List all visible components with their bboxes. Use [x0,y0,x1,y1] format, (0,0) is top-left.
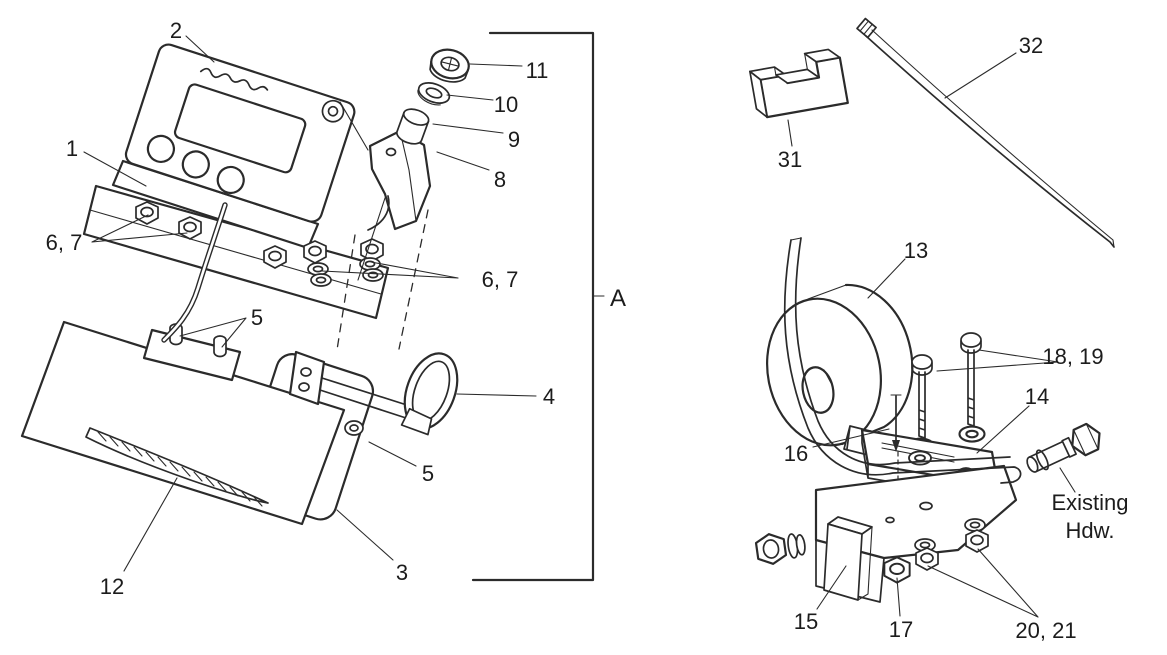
callout-1: 1 [66,136,78,161]
leader-5-bottom [368,441,417,467]
callout-10: 10 [494,92,518,117]
part-32-cable-tie [856,17,1115,248]
leader-3 [336,509,394,561]
part-31-clamp-block [749,48,849,119]
leader-12 [123,477,178,572]
callout-11: 11 [526,58,549,83]
leader-11 [469,63,523,67]
callout-13: 13 [904,238,928,263]
callout-17: 17 [889,617,913,642]
leader-8 [436,151,490,171]
display-screen [173,83,307,174]
part-10-lock-washer [417,82,451,106]
leader-lines [83,35,1076,618]
console-cable [161,202,228,343]
callout-16: 16 [784,441,808,466]
leader-6-7-right [321,261,459,279]
callout-12: 12 [100,574,124,599]
callout-31: 31 [778,147,802,172]
leader-20-21 [927,548,1039,618]
callout-20-21: 20, 21 [1015,618,1076,643]
existing-hardware-bolt [1026,422,1101,473]
mounting-stud-rod [339,101,386,281]
part-12-monitor-box [20,320,346,526]
leader-10 [446,94,494,101]
callout-4: 4 [543,384,555,409]
vent-slot [85,427,269,504]
callout-18-19: 18, 19 [1042,344,1103,369]
group-a-bracket [471,31,605,582]
console-dial [321,99,345,123]
leader-18-19 [936,349,1059,372]
brand-logo-icon [199,67,269,91]
part-11-knob-nut [429,48,470,83]
projection-lines [336,209,429,351]
bracket-bolt-left [754,533,806,565]
callout-14: 14 [1025,384,1049,409]
leader-15 [816,565,847,610]
part-2-monitor-console [124,43,356,223]
callout-3: 3 [396,560,408,585]
leader-32 [944,52,1017,99]
leader-9 [432,123,504,134]
leader-14 [976,405,1030,454]
leader-existing-hdw [1059,467,1076,493]
leader-5-top [179,317,247,348]
leader-17 [896,577,901,617]
part-8-bracket [367,129,432,231]
callout-32: 32 [1019,33,1043,58]
console-button [181,150,210,179]
leader-2 [185,35,215,63]
leader-31 [787,119,793,147]
clamp-bracket [288,350,411,436]
callout-2: 2 [170,18,182,43]
leader-13 [867,258,906,299]
callout-15: 15 [794,609,818,634]
leader-6-7-left [91,214,188,243]
console-button [146,134,176,163]
callout-9: 9 [508,127,520,152]
callout-5-bottom: 5 [422,461,434,486]
callout-labels: 2 1 6, 7 5 6, 7 4 5 3 12 8 9 10 11 A 31 … [46,18,1129,643]
part-4-clamp-ring [400,352,459,436]
callout-6-7-right: 6, 7 [482,267,519,292]
callout-6-7-left: 6, 7 [46,230,83,255]
callout-group-a: A [610,285,626,312]
leader-4 [456,393,537,397]
leader-1 [83,151,147,187]
drum-band [783,237,1022,484]
console-button [216,165,245,195]
callout-5-top: 5 [251,305,263,330]
leader-16 [812,428,890,448]
part-18-19-bolts [907,332,986,455]
existing-hdw-label-line1: Existing [1051,490,1128,515]
existing-hdw-label-line2: Hdw. [1066,518,1115,543]
callout-8: 8 [494,167,506,192]
part-9-spacer [396,108,430,145]
